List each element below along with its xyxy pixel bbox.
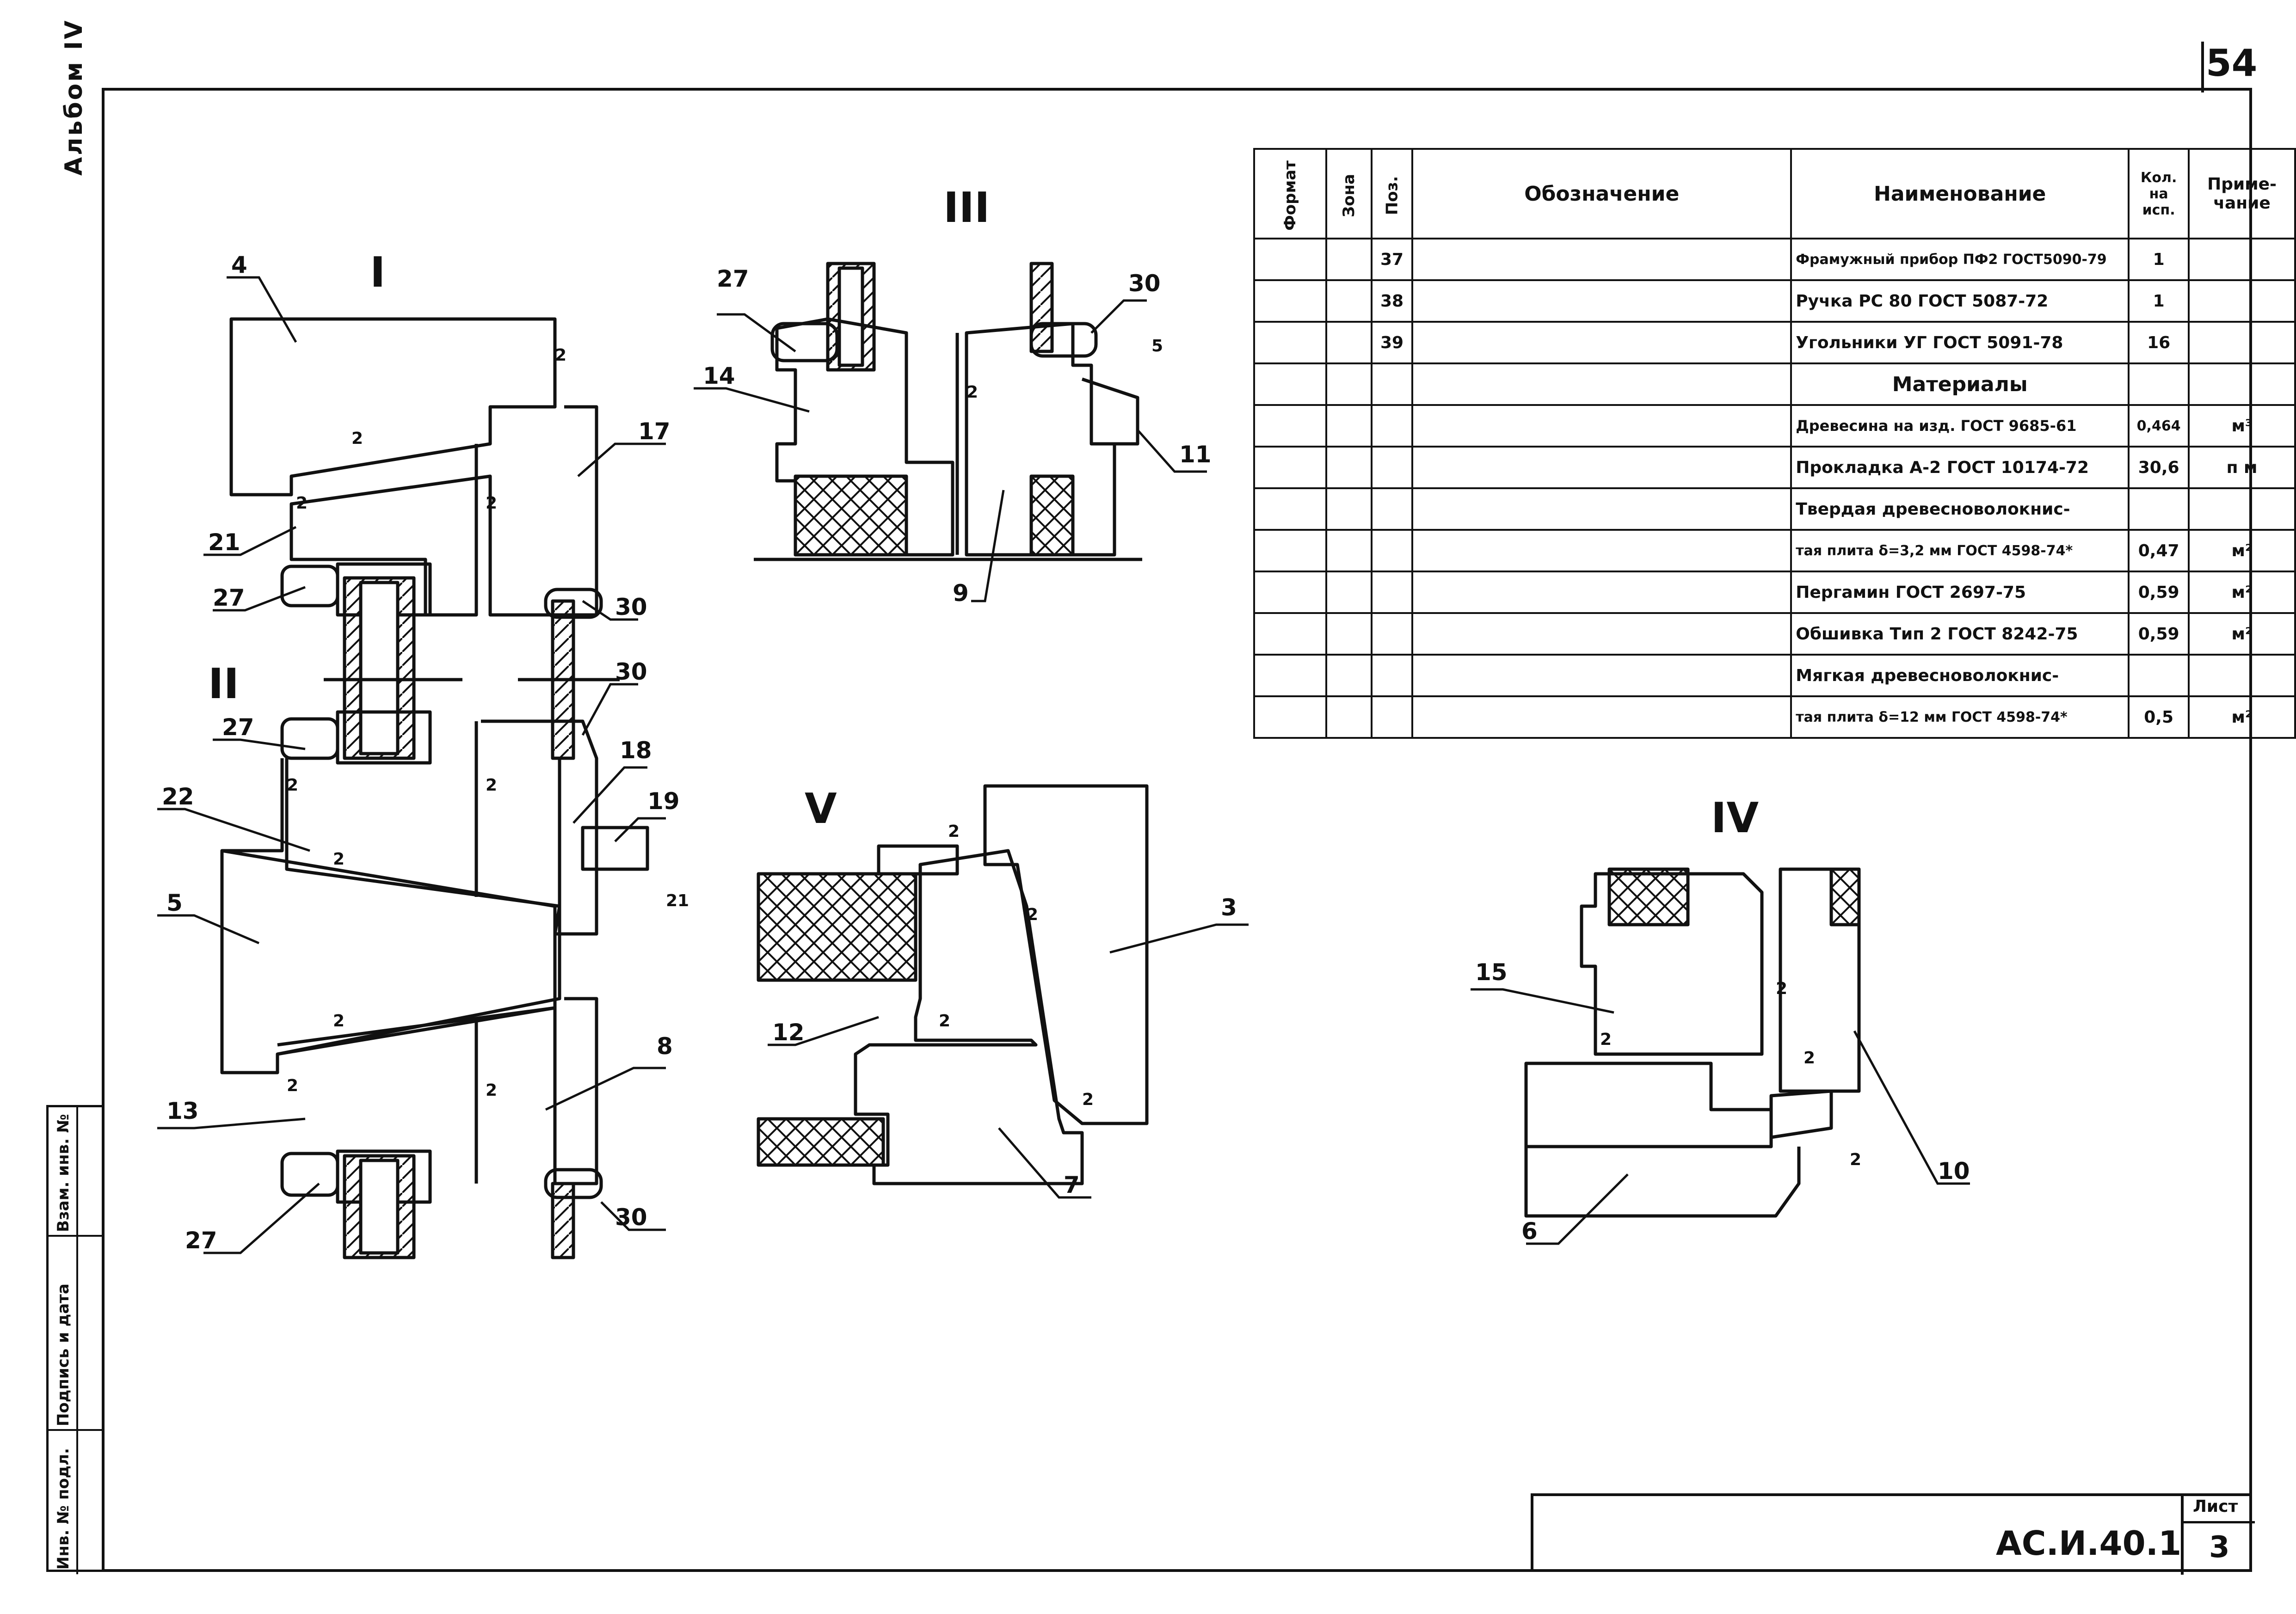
dim-2: 2 xyxy=(966,383,978,402)
title-block: АС.И.40.1 Лист 3 xyxy=(1531,1493,2255,1575)
callout-7: 7 xyxy=(1064,1172,1080,1198)
approval-sidebar: Инв. № подл. Подпись и дата Взам. инв. № xyxy=(46,1105,102,1574)
callout-12: 12 xyxy=(772,1019,805,1046)
callout-27b: 27 xyxy=(222,714,254,741)
view-lower-section xyxy=(277,997,603,1259)
specification-table: Формат Зона Поз. Обозначение Наименовани… xyxy=(1253,148,2296,739)
view-iii-section xyxy=(754,262,1142,561)
view-ii-section xyxy=(220,710,649,1074)
sheet-box: Лист 3 xyxy=(2181,1493,2255,1575)
sheet-label: Лист xyxy=(2193,1497,2238,1516)
callout-30: 30 xyxy=(615,594,647,620)
dim-2: 2 xyxy=(333,1012,345,1031)
col-note: Приме-чание xyxy=(2188,148,2296,239)
callout-9: 9 xyxy=(953,580,969,607)
callout-15: 15 xyxy=(1475,959,1508,986)
spec-header-row: Формат Зона Поз. Обозначение Наименовани… xyxy=(1253,148,2296,239)
dim-2: 2 xyxy=(287,776,298,795)
dim-2: 2 xyxy=(948,822,960,841)
callout-27: 27 xyxy=(213,584,245,611)
dim-2: 2 xyxy=(287,1076,298,1095)
callout-6: 6 xyxy=(1521,1218,1538,1245)
drawing-frame xyxy=(102,88,2252,1572)
dim-2: 2 xyxy=(333,850,345,869)
spec-row: Твердая древесноволокнис- xyxy=(1253,487,2296,531)
dim-2: 2 xyxy=(1600,1030,1612,1049)
view-label-iii: III xyxy=(943,184,990,232)
view-iv-section xyxy=(1524,867,1861,1218)
col-designation: Обозначение xyxy=(1411,148,1792,239)
sidebar-divider xyxy=(76,1107,78,1574)
sheet-number: 3 xyxy=(2209,1530,2230,1565)
callout-3: 3 xyxy=(1221,894,1237,921)
dim-2: 2 xyxy=(1776,979,1787,998)
dim-5: 5 xyxy=(1151,337,1163,356)
col-name: Наименование xyxy=(1790,148,2130,239)
view-i-section xyxy=(229,317,620,760)
view-label-ii: II xyxy=(208,660,239,708)
sidebar-cell-replace xyxy=(49,1107,102,1237)
col-pos: Поз. xyxy=(1370,148,1414,239)
dim-2: 2 xyxy=(1804,1049,1815,1068)
document-code: АС.И.40.1 xyxy=(1996,1524,2182,1563)
callout-14: 14 xyxy=(703,362,735,389)
dim-2: 2 xyxy=(1082,1090,1094,1109)
callout-22: 22 xyxy=(162,783,194,810)
col-qty: Кол. на исп. xyxy=(2128,148,2190,239)
callout-27d: 27 xyxy=(717,265,749,292)
callout-30c: 30 xyxy=(615,1204,647,1231)
spec-section-row: Материалы xyxy=(1253,362,2296,406)
dim-2: 2 xyxy=(351,429,363,448)
dim-2: 2 xyxy=(1850,1150,1861,1169)
callout-11: 11 xyxy=(1179,441,1212,468)
callout-18: 18 xyxy=(620,737,652,764)
dim-2: 2 xyxy=(486,494,497,513)
callout-30b: 30 xyxy=(615,658,647,685)
view-label-i: I xyxy=(370,248,386,297)
dim-2: 2 xyxy=(1027,905,1038,924)
col-format: Формат xyxy=(1253,148,1327,239)
page-number: 54 xyxy=(2206,42,2258,85)
callout-27c: 27 xyxy=(185,1227,217,1254)
dim-2: 2 xyxy=(296,494,308,513)
callout-8: 8 xyxy=(657,1033,673,1060)
dim-2: 2 xyxy=(486,1081,497,1100)
sidebar-cell-sign xyxy=(49,1237,102,1431)
dim-2: 2 xyxy=(555,346,566,365)
callout-5: 5 xyxy=(166,890,183,916)
view-label-v: V xyxy=(805,785,837,833)
callout-19: 19 xyxy=(647,788,680,815)
col-zone: Зона xyxy=(1325,148,1373,239)
callout-21: 21 xyxy=(208,529,240,556)
sheet-divider xyxy=(2184,1521,2255,1523)
dim-21: 21 xyxy=(666,891,689,910)
callout-17: 17 xyxy=(638,418,671,445)
view-label-iv: IV xyxy=(1711,794,1759,842)
spec-row: Мягкая древесноволокнис- xyxy=(1253,654,2296,697)
callout-10: 10 xyxy=(1938,1158,1970,1184)
callout-13: 13 xyxy=(166,1098,199,1124)
dim-2: 2 xyxy=(486,776,497,795)
page-number-rule xyxy=(2201,42,2204,92)
callout-4: 4 xyxy=(231,252,247,278)
view-v-section xyxy=(757,784,1149,1185)
dim-2: 2 xyxy=(939,1012,950,1031)
callout-30d: 30 xyxy=(1128,270,1161,297)
